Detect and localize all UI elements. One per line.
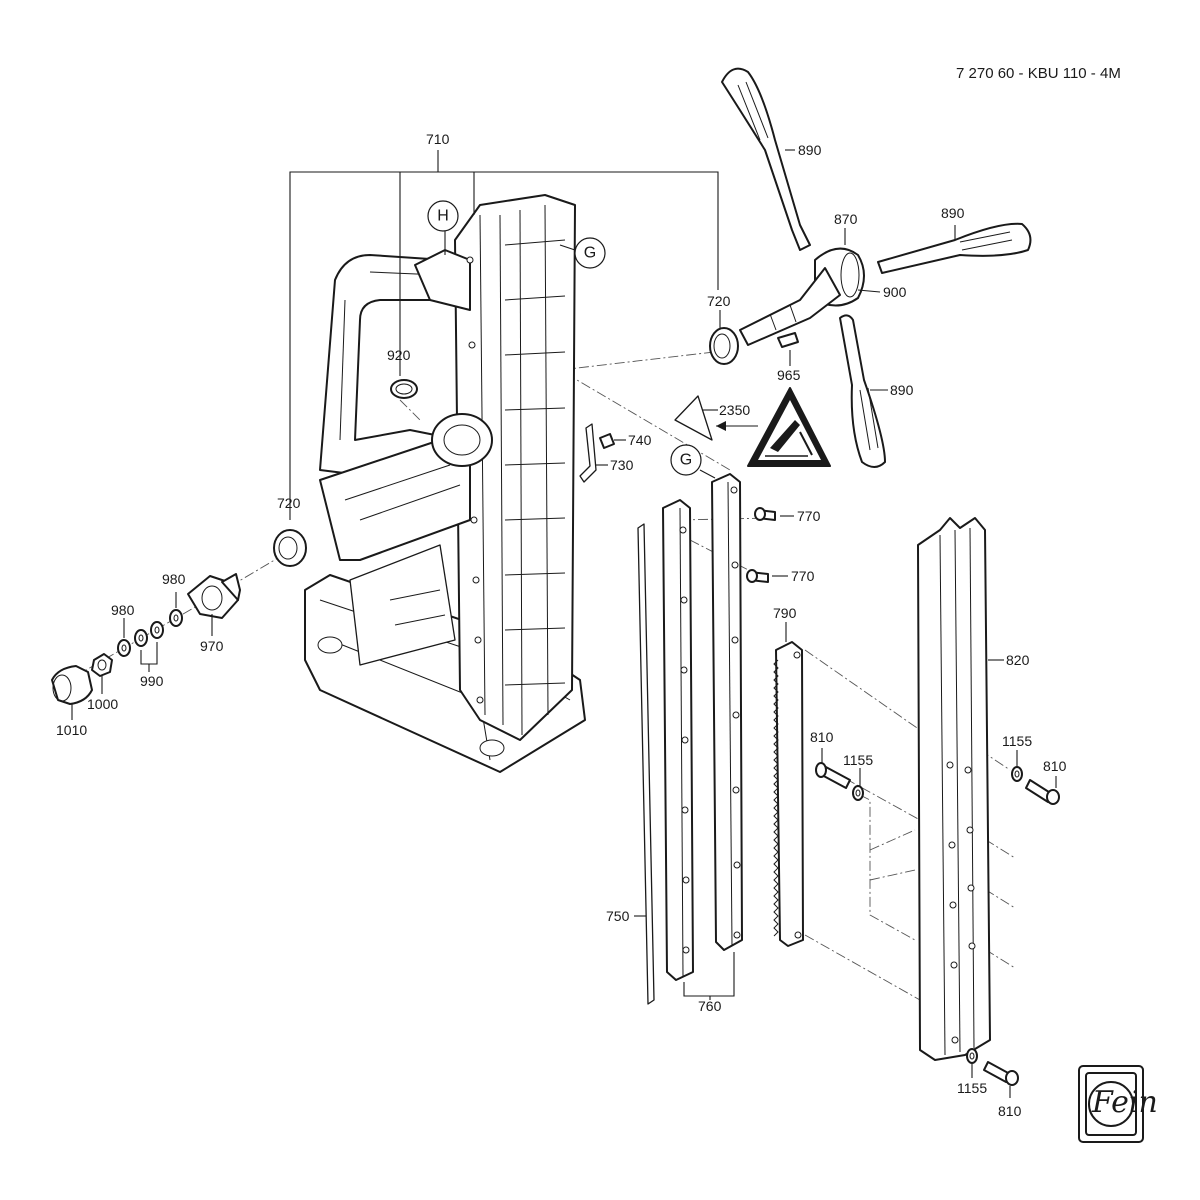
part-760-rail-left: [662, 499, 694, 981]
label-980-a: 980: [162, 571, 186, 587]
column-frame: [304, 194, 586, 773]
label-980-b: 980: [111, 602, 135, 618]
label-1155-bottom: 1155: [957, 1080, 987, 1096]
marker-g-frame: G: [559, 237, 606, 269]
part-970-nut: 970: [187, 573, 241, 654]
part-720-bushing-top: 720: [707, 293, 739, 365]
marker-g-frame-text: G: [584, 245, 596, 262]
drawing-code: 7 270 60 - KBU 110 - 4M: [956, 65, 1121, 82]
part-1010-cap: 1010: [51, 665, 93, 738]
part-990-washers: 990: [134, 621, 164, 689]
label-720-low: 720: [277, 495, 301, 511]
label-2350: 2350: [719, 402, 750, 418]
label-720-top: 720: [707, 293, 731, 309]
label-710: 710: [426, 131, 450, 147]
part-770-screw-b: 770: [746, 568, 815, 584]
part-720-bushing-low: 720: [273, 495, 307, 567]
label-890-right: 890: [941, 205, 965, 221]
part-900-shaft: 900: [739, 267, 907, 346]
marker-g-rail: G: [670, 444, 716, 479]
marker-g-rail-text: G: [680, 452, 692, 469]
label-970: 970: [200, 638, 224, 654]
callout-760: 760: [683, 952, 735, 1014]
part-980-washer-a: 980: [162, 571, 186, 627]
part-890-lever-low: 890: [839, 314, 914, 468]
label-900: 900: [883, 284, 907, 300]
label-870: 870: [834, 211, 858, 227]
label-920: 920: [387, 347, 411, 363]
label-1000: 1000: [87, 696, 118, 712]
part-2350-label: 2350: [674, 387, 831, 467]
label-820: 820: [1006, 652, 1030, 668]
marker-h-text: H: [437, 208, 449, 225]
label-770-a: 770: [797, 508, 821, 524]
arrow-icon: [716, 421, 726, 431]
part-760-rail-right: [711, 473, 743, 951]
label-965: 965: [777, 367, 801, 383]
label-810-left: 810: [810, 729, 834, 745]
part-1155-washer-right: 1155: [1002, 733, 1032, 782]
part-965-key: 965: [777, 332, 801, 383]
fein-logo: Fein: [1078, 1065, 1158, 1143]
part-890-lever-right: 890: [877, 205, 1032, 274]
label-740: 740: [628, 432, 652, 448]
part-1000-nut: 1000: [87, 653, 118, 712]
label-770-b: 770: [791, 568, 815, 584]
label-890-low: 890: [890, 382, 914, 398]
label-890-top: 890: [798, 142, 822, 158]
part-1155-washer-left: 1155: [843, 752, 873, 801]
label-1155-left: 1155: [843, 752, 873, 768]
label-730: 730: [610, 457, 634, 473]
part-790-rack: 790: [773, 605, 804, 947]
alignment-lines: [59, 351, 1016, 1001]
part-810-screw-bottom: 810: [983, 1061, 1022, 1119]
part-730-clip: 730: [579, 423, 634, 483]
label-760: 760: [698, 998, 722, 1014]
label-1155-right: 1155: [1002, 733, 1032, 749]
label-1010: 1010: [56, 722, 87, 738]
part-820-profile: 820: [917, 517, 1030, 1061]
part-810-screw-right: 810: [1025, 758, 1067, 805]
part-920-oring: 920: [387, 340, 418, 399]
logo-text: Fein: [1091, 1085, 1158, 1120]
part-810-screw-left: 810: [810, 729, 851, 789]
label-810-bottom: 810: [998, 1103, 1022, 1119]
label-790: 790: [773, 605, 797, 621]
part-890-lever-top: 890: [721, 67, 822, 251]
part-740-screw: 740: [599, 432, 652, 449]
label-990: 990: [140, 673, 164, 689]
part-750-strip: 750: [606, 523, 655, 1005]
part-1155-washer-bottom: 1155: [957, 1048, 987, 1096]
marker-h: H: [427, 200, 459, 255]
callout-710: 710: [289, 131, 719, 520]
label-810-right: 810: [1043, 758, 1067, 774]
part-770-screw-a: 770: [754, 507, 821, 524]
part-980-washer-b: 980: [111, 602, 135, 657]
label-750: 750: [606, 908, 630, 924]
